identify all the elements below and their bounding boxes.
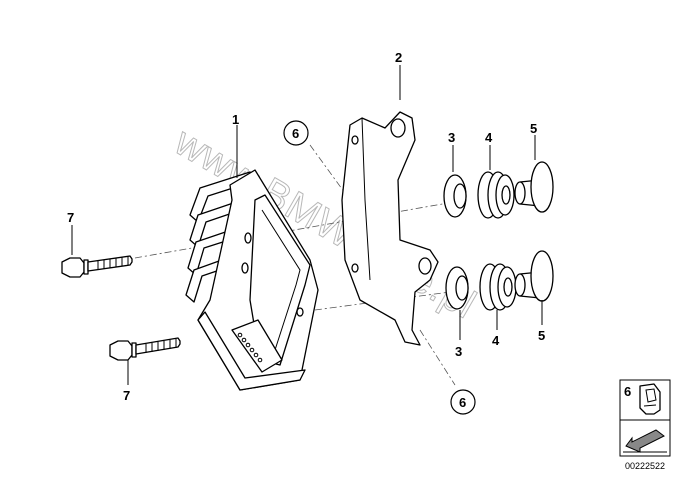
callout-4-lower: 4 [492,333,500,348]
legend-label: 6 [624,384,631,399]
clip-icon [639,383,661,415]
callout-6-lower-circle: 6 [450,389,476,415]
legend-clip-box: 6 [619,379,671,421]
callout-3-upper: 3 [448,130,455,145]
grommet-upper [477,171,515,219]
mounting-bracket [341,111,439,346]
reference-number: 00222522 [625,461,665,471]
callout-4-upper: 4 [485,130,493,145]
callout-7-upper: 7 [67,210,74,225]
callout-2: 2 [395,50,402,65]
hex-bolt-upper [61,255,133,278]
connector-pins [237,332,263,363]
washer-upper [443,174,467,218]
resistor-module [185,169,319,391]
grommet-lower [479,263,517,311]
callout-3-lower: 3 [455,344,462,359]
callout-6-lower: 6 [459,395,466,410]
callout-7-lower: 7 [123,388,130,403]
legend-arrow-box [619,419,671,457]
callout-1: 1 [232,112,239,127]
callout-5-lower: 5 [538,328,545,343]
washer-lower [445,266,469,310]
callout-6-upper-circle: 6 [283,120,309,146]
callout-6-upper: 6 [292,126,299,141]
callout-5-upper: 5 [530,121,537,136]
arrow-icon [623,429,667,453]
spacer-lower [514,250,554,302]
leader-lines [71,65,543,385]
spacer-upper [514,161,554,213]
hex-bolt-lower [109,337,181,361]
